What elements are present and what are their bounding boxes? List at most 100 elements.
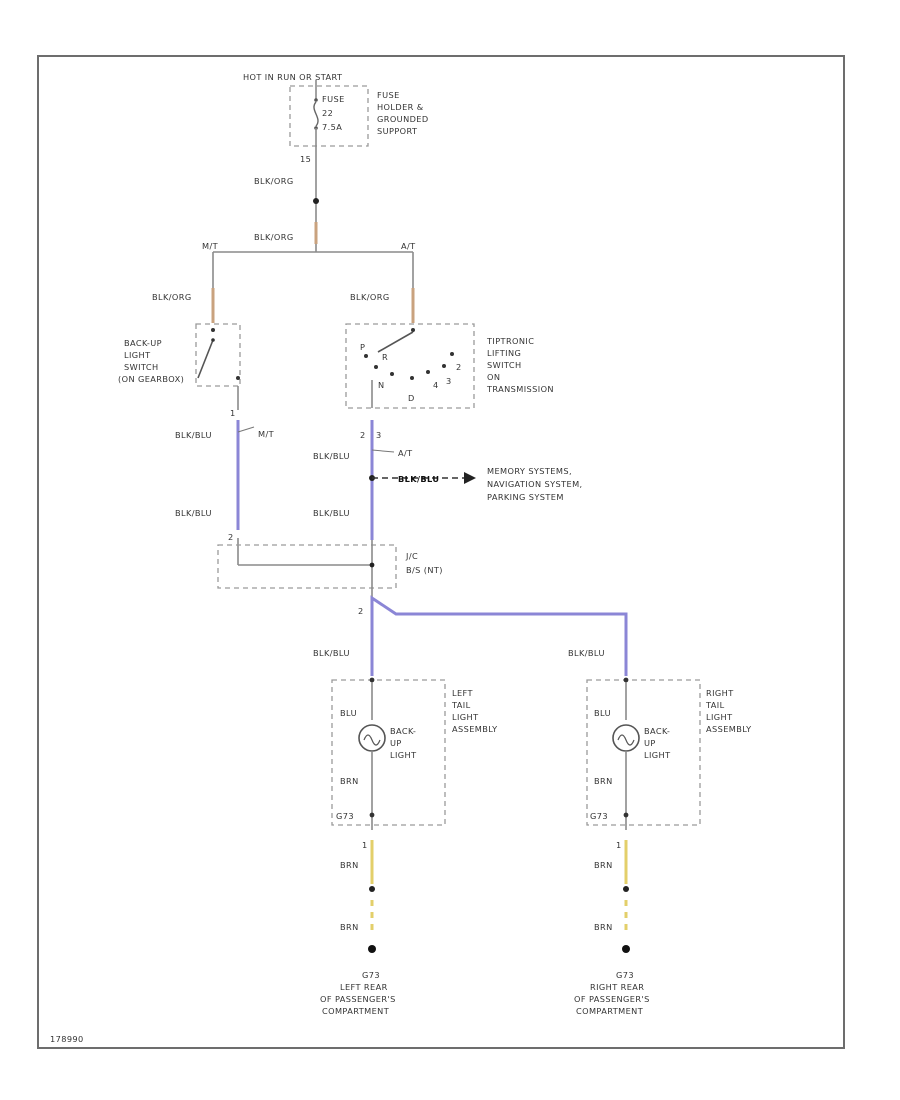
wire-label-blk-org-mt: BLK/ORG bbox=[152, 292, 192, 302]
left-tail-title-4: ASSEMBLY bbox=[452, 724, 498, 734]
fuse-label-3: 7.5A bbox=[322, 122, 342, 132]
right-ground-pin-1: 1 bbox=[616, 840, 622, 850]
right-tail-light-box bbox=[586, 679, 701, 826]
gear-letter-4: 4 bbox=[433, 380, 439, 390]
right-ground-label-4: COMPARTMENT bbox=[576, 1006, 644, 1016]
tiptronic-label-2: LIFTING bbox=[487, 348, 521, 358]
left-ground-label-4: COMPARTMENT bbox=[322, 1006, 390, 1016]
right-ground-label-2: RIGHT REAR bbox=[590, 982, 644, 992]
tiptronic-label-1: TIPTRONIC bbox=[486, 336, 534, 346]
tiptronic-contact bbox=[377, 331, 414, 353]
left-bulb-label-2: UP bbox=[390, 738, 402, 748]
branch-label-at: A/T bbox=[401, 241, 416, 251]
right-backup-bulb-icon bbox=[612, 724, 640, 752]
wire-label-blk-org-1: BLK/ORG bbox=[254, 176, 294, 186]
right-tail-terminal-top bbox=[623, 677, 629, 683]
right-bulb-filament bbox=[617, 734, 635, 746]
left-tail-title-3: LIGHT bbox=[452, 712, 479, 722]
left-bulb-label-1: BACK- bbox=[390, 726, 416, 736]
right-tail-title-3: LIGHT bbox=[706, 712, 733, 722]
fuse-terminal-top bbox=[314, 98, 318, 102]
right-tail-connector-tag: G73 bbox=[590, 811, 608, 821]
tiptronic-label-4: ON bbox=[487, 372, 500, 382]
left-tail-terminal-bottom bbox=[369, 812, 375, 818]
gear-dot-2 bbox=[450, 352, 454, 356]
backup-switch-label-3: SWITCH bbox=[124, 362, 159, 372]
wire-label-blk-blu-at-1: BLK/BLU bbox=[313, 451, 350, 461]
gear-dot-4 bbox=[426, 370, 430, 374]
right-ground-label-3: OF PASSENGER'S bbox=[574, 994, 650, 1004]
right-ground-wire-brn-1: BRN bbox=[594, 860, 613, 870]
wire-label-blk-org-at: BLK/ORG bbox=[350, 292, 390, 302]
gear-letter-2: 2 bbox=[456, 362, 462, 372]
junction-label-1: J/C bbox=[405, 551, 418, 561]
junction-label-2: B/S (NT) bbox=[406, 565, 443, 575]
left-ground-label-2: LEFT REAR bbox=[340, 982, 388, 992]
left-tail-title-1: LEFT bbox=[452, 688, 473, 698]
left-ground-dot bbox=[369, 886, 375, 892]
left-tail-connector-tag: G73 bbox=[336, 811, 354, 821]
right-tail-title-1: RIGHT bbox=[706, 688, 734, 698]
mt-branch-tick bbox=[237, 426, 255, 433]
wire-label-blk-org-2: BLK/ORG bbox=[254, 232, 294, 242]
left-tail-light-box bbox=[331, 679, 446, 826]
memory-ref-line-1: MEMORY SYSTEMS, bbox=[487, 466, 572, 476]
power-source-label: HOT IN RUN OR START bbox=[243, 72, 343, 82]
backup-switch-label-2: LIGHT bbox=[124, 350, 151, 360]
tiptronic-label-3: SWITCH bbox=[487, 360, 522, 370]
left-tail-terminal-top bbox=[369, 677, 375, 683]
backup-switch-label-4: (ON GEARBOX) bbox=[118, 374, 184, 384]
backup-switch-terminal-bottom bbox=[236, 376, 240, 380]
right-tail-title-4: ASSEMBLY bbox=[706, 724, 752, 734]
tiptronic-label-5: TRANSMISSION bbox=[486, 384, 554, 394]
at-branch-tag: A/T bbox=[398, 448, 413, 458]
gear-dot-r bbox=[374, 365, 378, 369]
right-tail-terminal-bottom bbox=[623, 812, 629, 818]
branch-label-mt: M/T bbox=[202, 241, 219, 251]
gear-letter-r: R bbox=[382, 352, 388, 362]
left-tail-wire-brn: BRN bbox=[340, 776, 359, 786]
wire-label-blk-blu-mt-1: BLK/BLU bbox=[175, 430, 212, 440]
right-bulb-label-2: UP bbox=[644, 738, 656, 748]
backup-switch-terminal-top bbox=[211, 328, 215, 332]
right-tail-wire-brn: BRN bbox=[594, 776, 613, 786]
junction-box bbox=[217, 544, 397, 589]
fuse-box-label-3: GROUNDED bbox=[377, 114, 429, 124]
gear-letter-d: D bbox=[408, 393, 415, 403]
memory-ref-wire-label: BLK/BLU bbox=[398, 474, 439, 484]
wire-label-blk-blu-at-2: BLK/BLU bbox=[313, 508, 350, 518]
mt-pin-lower: 2 bbox=[228, 532, 234, 542]
left-ground-label-1: G73 bbox=[362, 970, 380, 980]
fuse-holder-box bbox=[289, 85, 369, 147]
gear-letter-n: N bbox=[378, 380, 385, 390]
right-ground-dot bbox=[623, 886, 629, 892]
junction-pin-out: 2 bbox=[358, 606, 364, 616]
right-bulb-label-3: LIGHT bbox=[644, 750, 671, 760]
right-bulb-label-1: BACK- bbox=[644, 726, 670, 736]
gear-dot-p bbox=[364, 354, 368, 358]
fuse-label-2: 22 bbox=[322, 108, 333, 118]
right-tail-wire-blu: BLU bbox=[594, 708, 611, 718]
mt-pin-1: 1 bbox=[230, 408, 236, 418]
left-ground-wire-brn-2: BRN bbox=[340, 922, 359, 932]
fuse-label-1: FUSE bbox=[322, 94, 345, 104]
mt-branch-tag: M/T bbox=[258, 429, 275, 439]
at-pin-3: 3 bbox=[376, 430, 382, 440]
fuse-box-label-2: HOLDER & bbox=[377, 102, 424, 112]
diagram-frame bbox=[37, 55, 845, 1049]
memory-ref-line-3: PARKING SYSTEM bbox=[487, 492, 564, 502]
wire-label-blk-blu-mt-2: BLK/BLU bbox=[175, 508, 212, 518]
at-pin-2: 2 bbox=[360, 430, 366, 440]
fuse-element bbox=[313, 101, 319, 127]
left-backup-bulb-icon bbox=[358, 724, 386, 752]
diagram-code: 178990 bbox=[50, 1034, 84, 1044]
gear-letter-p: P bbox=[360, 342, 365, 352]
left-bulb-filament bbox=[363, 734, 381, 746]
connector-dot-1 bbox=[313, 198, 319, 204]
backup-switch-label-1: BACK-UP bbox=[124, 338, 162, 348]
fuse-pin-label: 15 bbox=[300, 154, 311, 164]
gear-dot-d bbox=[410, 376, 414, 380]
left-tail-title-2: TAIL bbox=[451, 700, 471, 710]
tiptronic-terminal-top bbox=[411, 328, 415, 332]
